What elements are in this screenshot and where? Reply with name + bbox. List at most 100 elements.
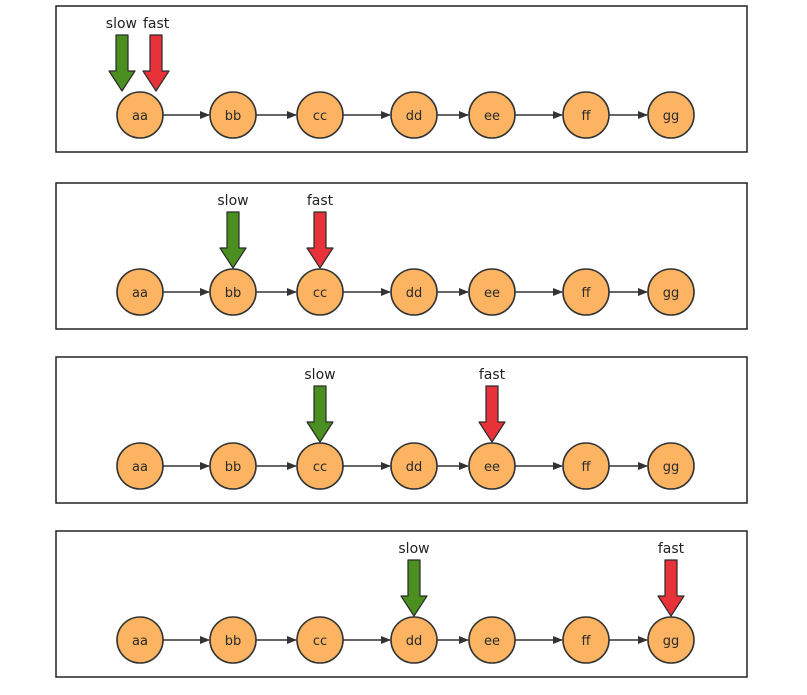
fast-pointer-label: fast: [307, 193, 334, 209]
list-node-dd: dd: [390, 442, 438, 490]
list-node-cc: cc: [296, 91, 344, 139]
node-circle: [116, 442, 164, 490]
fast-pointer-arrow: [478, 385, 506, 443]
fast-pointer-label: fast: [479, 367, 506, 383]
list-node-ff: ff: [562, 268, 610, 316]
node-label: cc: [313, 286, 327, 301]
node-label: bb: [225, 634, 242, 649]
node-label: ee: [484, 109, 500, 124]
list-node-bb: bb: [209, 442, 257, 490]
node-label: dd: [406, 460, 423, 475]
slow-pointer-arrow: [400, 559, 428, 617]
list-node-aa: aa: [116, 616, 164, 664]
node-label: bb: [225, 286, 242, 301]
node-circle: [390, 442, 438, 490]
slow-pointer-label: slow: [304, 367, 335, 383]
node-label: aa: [132, 460, 148, 475]
node-circle: [209, 268, 257, 316]
node-label: dd: [406, 286, 423, 301]
node-label: gg: [663, 286, 680, 301]
node-label: ff: [582, 460, 592, 475]
node-circle: [562, 616, 610, 664]
node-label: dd: [406, 634, 423, 649]
node-circle: [296, 268, 344, 316]
slow-pointer-label: slow: [106, 16, 137, 32]
node-circle: [562, 91, 610, 139]
list-node-aa: aa: [116, 91, 164, 139]
node-circle: [209, 442, 257, 490]
fast-pointer-arrow: [306, 211, 334, 269]
step-panel-2: aa bb cc dd ee ff gg slow fast: [55, 182, 748, 330]
fast-pointer-label: fast: [143, 16, 170, 32]
node-label: ff: [582, 286, 592, 301]
fast-pointer-arrow: [657, 559, 685, 617]
step-panel-4: aa bb cc dd ee ff gg slow fast: [55, 530, 748, 678]
step-panel-1: aa bb cc dd ee ff gg slow fast: [55, 5, 748, 153]
fast-pointer-arrow: [142, 34, 170, 92]
list-node-dd: dd: [390, 91, 438, 139]
node-label: cc: [313, 109, 327, 124]
node-label: cc: [313, 460, 327, 475]
node-circle: [562, 442, 610, 490]
node-label: gg: [663, 109, 680, 124]
fast-pointer-label: fast: [658, 541, 685, 557]
list-node-gg: gg: [647, 442, 695, 490]
list-node-ff: ff: [562, 442, 610, 490]
node-label: aa: [132, 634, 148, 649]
list-node-gg: gg: [647, 616, 695, 664]
node-circle: [209, 91, 257, 139]
node-label: ff: [582, 109, 592, 124]
node-label: cc: [313, 634, 327, 649]
node-label: gg: [663, 634, 680, 649]
node-circle: [390, 268, 438, 316]
node-circle: [468, 616, 516, 664]
node-circle: [296, 91, 344, 139]
node-circle: [468, 268, 516, 316]
node-label: gg: [663, 460, 680, 475]
node-circle: [647, 268, 695, 316]
list-node-bb: bb: [209, 91, 257, 139]
list-node-ee: ee: [468, 91, 516, 139]
node-label: ee: [484, 460, 500, 475]
slow-pointer-arrow: [219, 211, 247, 269]
list-node-cc: cc: [296, 616, 344, 664]
list-node-aa: aa: [116, 268, 164, 316]
node-label: bb: [225, 109, 242, 124]
list-node-bb: bb: [209, 616, 257, 664]
list-node-gg: gg: [647, 91, 695, 139]
node-circle: [647, 91, 695, 139]
list-node-cc: cc: [296, 442, 344, 490]
node-label: ee: [484, 634, 500, 649]
node-circle: [468, 91, 516, 139]
node-circle: [647, 442, 695, 490]
node-circle: [209, 616, 257, 664]
node-circle: [296, 442, 344, 490]
list-node-cc: cc: [296, 268, 344, 316]
node-circle: [116, 268, 164, 316]
node-label: aa: [132, 109, 148, 124]
list-node-dd: dd: [390, 268, 438, 316]
slow-pointer-label: slow: [217, 193, 248, 209]
node-label: aa: [132, 286, 148, 301]
node-label: bb: [225, 460, 242, 475]
node-circle: [562, 268, 610, 316]
slow-pointer-arrow: [108, 34, 136, 92]
node-circle: [116, 91, 164, 139]
list-node-ee: ee: [468, 442, 516, 490]
node-circle: [116, 616, 164, 664]
list-node-ee: ee: [468, 268, 516, 316]
list-node-dd: dd: [390, 616, 438, 664]
list-node-gg: gg: [647, 268, 695, 316]
node-circle: [468, 442, 516, 490]
list-node-ff: ff: [562, 91, 610, 139]
list-node-ff: ff: [562, 616, 610, 664]
node-circle: [390, 616, 438, 664]
node-circle: [647, 616, 695, 664]
list-node-aa: aa: [116, 442, 164, 490]
node-circle: [390, 91, 438, 139]
node-label: ff: [582, 634, 592, 649]
slow-pointer-label: slow: [398, 541, 429, 557]
slow-pointer-arrow: [306, 385, 334, 443]
node-circle: [296, 616, 344, 664]
